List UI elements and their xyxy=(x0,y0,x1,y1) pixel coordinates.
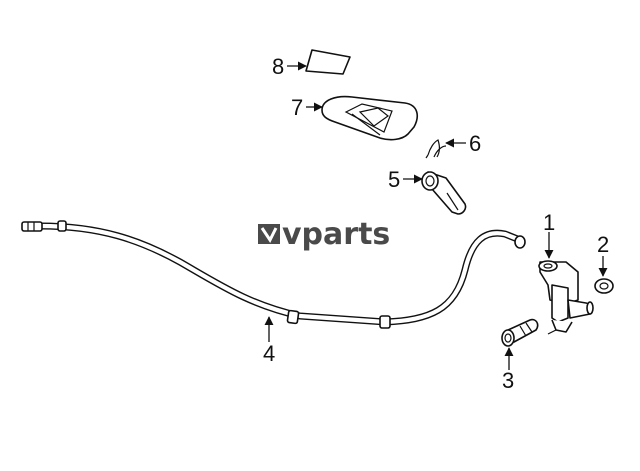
callout-3: 3 xyxy=(502,368,514,393)
vparts-logo-icon xyxy=(258,224,280,244)
part-8-label-pad xyxy=(305,49,351,75)
part-4-hose xyxy=(21,220,526,329)
callout-7: 7 xyxy=(291,95,303,120)
part-1-pump xyxy=(538,260,594,335)
part-5-nozzle xyxy=(421,171,467,215)
part-7-cover xyxy=(321,95,419,141)
callout-4: 4 xyxy=(263,341,275,366)
callout-8: 8 xyxy=(272,54,284,79)
callout-1: 1 xyxy=(543,210,555,235)
callout-5: 5 xyxy=(388,167,400,192)
vparts-logo: vparts xyxy=(258,217,390,252)
part-3-connector xyxy=(501,318,539,347)
logo-text: vparts xyxy=(282,217,390,252)
part-2-grommet xyxy=(594,278,614,294)
part-6-clip xyxy=(425,139,447,159)
callout-6: 6 xyxy=(469,131,481,156)
callout-2: 2 xyxy=(597,232,609,257)
